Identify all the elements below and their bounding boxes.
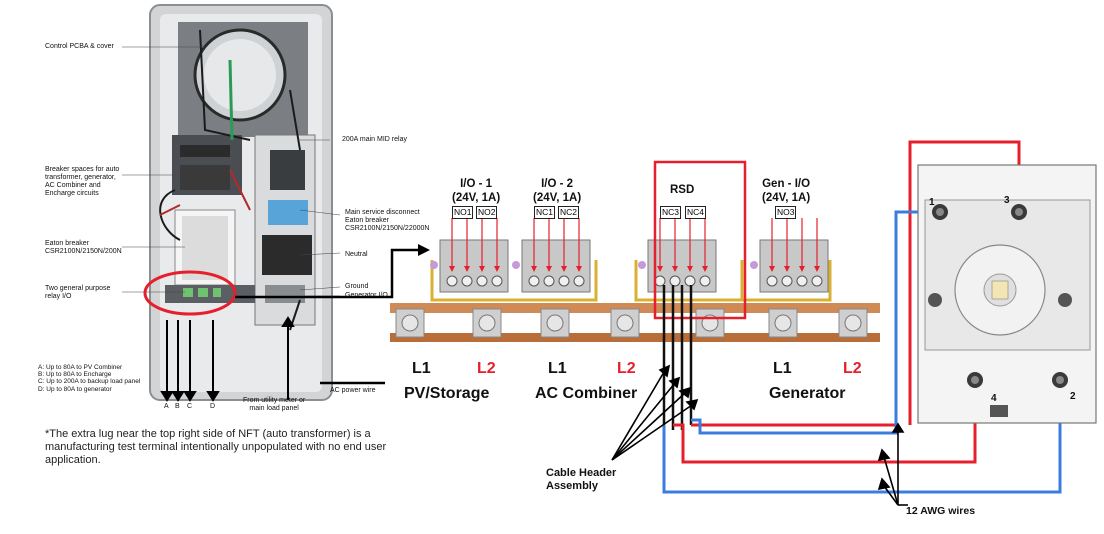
terminal-nc2: NC2: [558, 206, 580, 219]
busbar: [390, 303, 880, 342]
terminal-nc3: NC3: [660, 206, 682, 219]
rotary-switch: [917, 164, 1097, 424]
label-utility: From utility meter or main load panel: [243, 397, 306, 412]
bus-pv-name: PV/Storage: [404, 385, 490, 402]
switch-terminal-3: 3: [1004, 195, 1010, 206]
lug-screw: [774, 314, 792, 332]
lug-screw: [616, 314, 634, 332]
label-ground: Ground: [345, 283, 369, 290]
bus-gen-l2: L2: [843, 360, 862, 377]
label-relay-io: Two general purpose relay I/O: [45, 285, 111, 300]
footnote: *The extra lug near the top right side o…: [45, 428, 387, 466]
terminal-block: [512, 218, 591, 293]
terminal-blocks: [430, 218, 829, 293]
lug-screw: [546, 314, 564, 332]
terminal-block: [638, 218, 717, 293]
label-ac-power-wire: AC power wire: [330, 387, 376, 394]
lug-letter-c: C: [187, 403, 193, 410]
bus-gen-name: Generator: [769, 385, 846, 402]
terminal-no2: NO2: [476, 206, 498, 219]
label-main-relay: 200A main MID relay: [342, 136, 407, 143]
header-rsd: RSD: [670, 184, 695, 196]
bus-ac-name: AC Combiner: [535, 385, 638, 402]
label-breaker-spaces: Breaker spaces for auto transformer, gen…: [45, 166, 120, 197]
connector-arrow: [235, 244, 430, 299]
lug-letter-d: D: [210, 403, 216, 410]
header-gen-io: Gen - I/O (24V, 1A): [762, 178, 811, 204]
label-service-disconnect: Main service disconnect Eaton breaker CS…: [345, 209, 430, 232]
awg-caption: 12 AWG wires: [906, 505, 976, 517]
label-eaton-breaker: Eaton breaker CSR2100N/2150N/200N: [45, 240, 122, 255]
label-generator-io: Generator I/O: [345, 292, 388, 299]
bus-ac-l2: L2: [617, 360, 636, 377]
label-control-pcba: Control PCBA & cover: [45, 43, 114, 50]
lug-screw: [844, 314, 862, 332]
switch-terminal-1: 1: [929, 197, 935, 208]
busbar-lug: [768, 308, 798, 338]
terminal-nc4: NC4: [685, 206, 707, 219]
terminal-no3: NO3: [775, 206, 797, 219]
switch-terminal-2: 2: [1070, 391, 1076, 402]
rsd-highlight-box: [653, 160, 747, 320]
busbar-lug: [610, 308, 640, 338]
cable-header-caption: Cable Header Assembly: [546, 467, 617, 492]
lug-legend: A: Up to 80A to PV Combiner B: Up to 80A…: [38, 364, 141, 393]
annotation-arrows: [611, 364, 908, 506]
lug-screw: [478, 314, 496, 332]
terminal-no1: NO1: [452, 206, 474, 219]
field-wires: [662, 140, 1062, 494]
bus-pv-l1: L1: [412, 360, 431, 377]
terminal-nc1: NC1: [534, 206, 556, 219]
switch-terminal-4: 4: [991, 393, 997, 404]
terminal-block: [430, 218, 509, 293]
lug-letter-a: A: [164, 403, 169, 410]
header-io-2: I/O - 2 (24V, 1A): [533, 178, 582, 204]
yellow-rails: [430, 260, 832, 302]
relay-io-highlight: [143, 270, 237, 316]
label-neutral: Neutral: [345, 251, 368, 258]
lug-screw: [401, 314, 419, 332]
bus-ac-l1: L1: [548, 360, 567, 377]
header-io-1: I/O - 1 (24V, 1A): [452, 178, 501, 204]
bus-pv-l2: L2: [477, 360, 496, 377]
terminal-block: [750, 218, 829, 293]
bus-gen-l1: L1: [773, 360, 792, 377]
lug-letter-b: B: [175, 403, 180, 410]
lug-arrows: [160, 316, 295, 402]
